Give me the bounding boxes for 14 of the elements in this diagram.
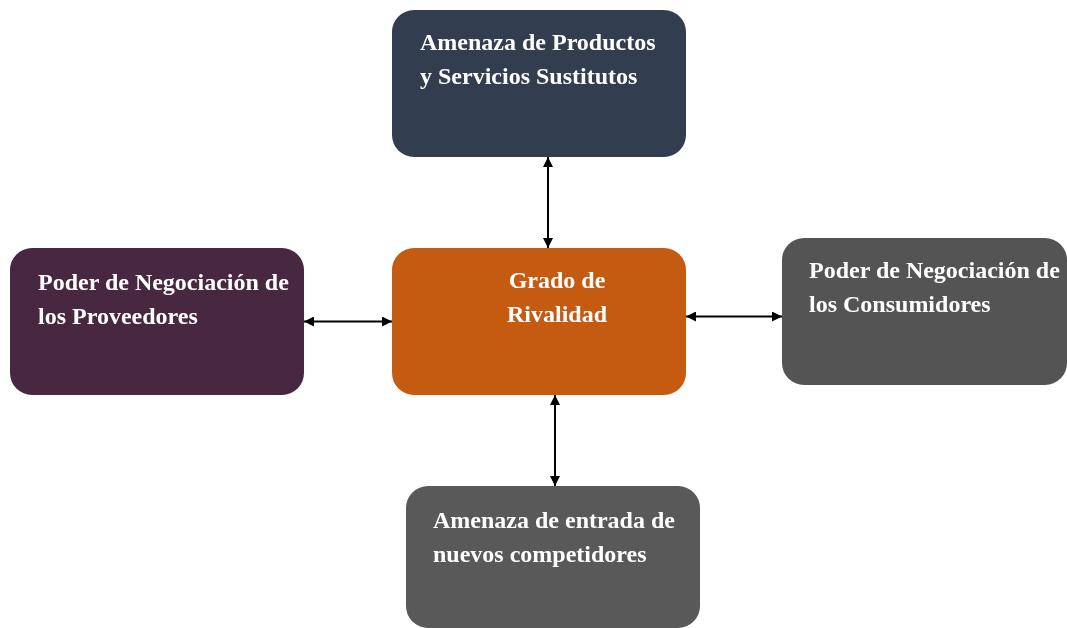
double-arrow bbox=[685, 311, 783, 322]
box-label: Poder de Negociación de los Consumidores bbox=[809, 256, 1061, 319]
process-box bbox=[392, 248, 686, 395]
double-arrow bbox=[543, 156, 553, 249]
process-box bbox=[392, 10, 686, 157]
double-arrow bbox=[303, 316, 393, 327]
box-label: Grado de Rivalidad bbox=[506, 266, 608, 329]
box-label: Poder de Negociación de los Proveedores bbox=[38, 268, 290, 331]
process-box bbox=[406, 486, 700, 628]
double-arrow bbox=[550, 394, 560, 487]
box-label: Amenaza de entrada de nuevos competidores bbox=[433, 506, 676, 569]
box-label: Amenaza de Productos y Servicios Sustitutos bbox=[420, 28, 657, 91]
process-box bbox=[782, 238, 1067, 385]
process-box bbox=[10, 248, 304, 395]
